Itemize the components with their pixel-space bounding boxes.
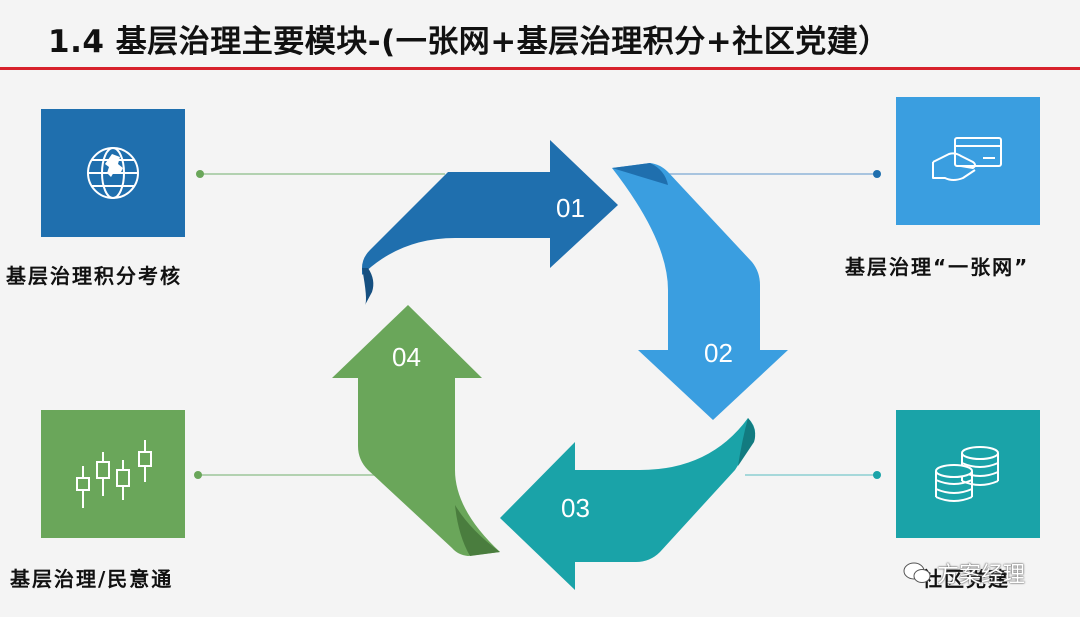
cycle-arrow-02 bbox=[612, 163, 788, 420]
step-number-01: 01 bbox=[556, 193, 585, 223]
connector-dot-3 bbox=[194, 471, 202, 479]
watermark: 方案经理 bbox=[903, 557, 1025, 589]
module-label-1: 基层治理积分考核 bbox=[6, 264, 182, 288]
module-label-2: 基层治理“一张网” bbox=[845, 255, 1030, 279]
step-number-04: 04 bbox=[392, 342, 421, 372]
card-hand-icon bbox=[932, 137, 1002, 181]
module-label-4: 社区党建 bbox=[922, 567, 1010, 591]
page-title: 1.4 基层治理主要模块-(一张网+基层治理积分+社区党建） bbox=[48, 24, 890, 60]
step-number-03: 03 bbox=[561, 493, 590, 523]
connector-dot-1 bbox=[196, 170, 204, 178]
watermark-text: 方案经理 bbox=[937, 563, 1026, 588]
cycle-arrow-04 bbox=[332, 305, 500, 556]
globe-icon bbox=[87, 147, 139, 199]
title-divider bbox=[0, 67, 1080, 70]
module-tile-3 bbox=[41, 410, 185, 538]
wechat-icon bbox=[903, 562, 931, 583]
module-label-3: 基层治理/民意通 bbox=[10, 567, 174, 591]
cycle-arrow-01 bbox=[362, 140, 618, 305]
module-tile-2 bbox=[896, 97, 1040, 225]
module-tile-4 bbox=[896, 410, 1040, 538]
cycle-arrow-03 bbox=[500, 418, 756, 590]
coins-stack-icon bbox=[935, 446, 999, 502]
module-tile-1 bbox=[41, 109, 185, 237]
candlestick-icon bbox=[76, 440, 152, 508]
connector-dot-2 bbox=[873, 170, 881, 178]
step-number-02: 02 bbox=[704, 338, 733, 368]
connector-dot-4 bbox=[873, 471, 881, 479]
